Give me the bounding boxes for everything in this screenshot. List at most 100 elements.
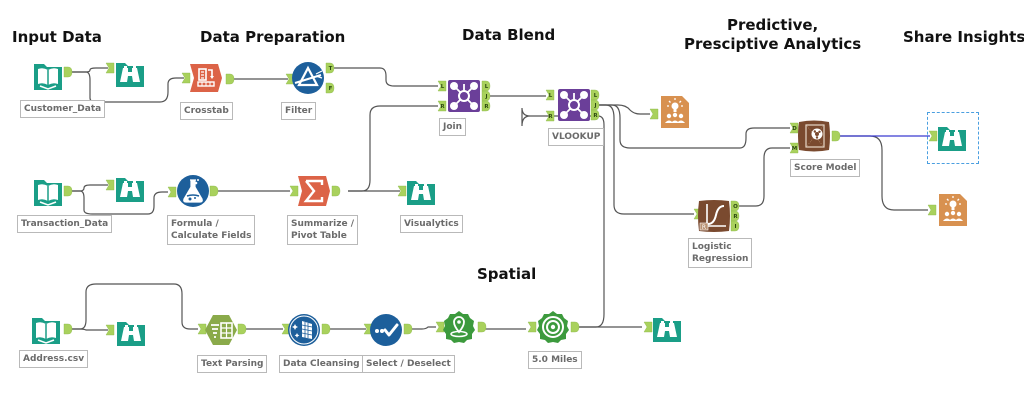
- anchor-tradearea-in[interactable]: [527, 321, 537, 333]
- anchor-pin-out[interactable]: [477, 321, 487, 333]
- join-icon[interactable]: [448, 80, 480, 112]
- anchor-score-d-in[interactable]: D: [789, 122, 799, 134]
- anchor-vlookup-r-out[interactable]: R: [590, 109, 600, 121]
- insight-lightbulb-icon[interactable]: [937, 194, 969, 226]
- anchor-transaction-out[interactable]: [63, 185, 73, 197]
- binoculars-icon[interactable]: [651, 312, 683, 344]
- anchor-join-l-in-label: L: [441, 84, 445, 90]
- label-summarize-line1: Summarize /: [291, 219, 355, 229]
- vlookup-join-icon[interactable]: [558, 89, 590, 121]
- connector-filter-to-join: [332, 67, 438, 87]
- anchor-insight2-in[interactable]: [927, 204, 937, 216]
- anchor-customer-out[interactable]: [63, 66, 73, 78]
- anchor-filter-f[interactable]: F: [325, 82, 335, 94]
- heading-predictive-line2: Presciptive Analytics: [684, 35, 862, 53]
- label-data-cleansing: Data Cleansing: [279, 355, 364, 373]
- anchor-join-l-out[interactable]: L: [481, 80, 491, 92]
- text-parsing-icon[interactable]: [205, 314, 237, 346]
- label-address-csv: Address.csv: [19, 350, 89, 368]
- connector-vlookup-to-score-d: [597, 104, 790, 149]
- heading-data-blend: Data Blend: [462, 26, 556, 44]
- anchor-browse4-in[interactable]: [643, 321, 653, 333]
- selected-tool-box[interactable]: [927, 112, 979, 164]
- label-logistic-line2: Regression: [692, 254, 749, 264]
- anchor-visualytics-in[interactable]: [397, 185, 407, 197]
- anchor-select-out[interactable]: [403, 323, 413, 335]
- anchor-vlookup-l-in-label: L: [549, 93, 553, 99]
- data-cleansing-icon[interactable]: [288, 314, 320, 346]
- anchor-join-l-in[interactable]: L: [437, 80, 447, 92]
- anchor-formula-in[interactable]: [167, 186, 177, 198]
- anchor-join-j-out[interactable]: J: [481, 90, 491, 102]
- binoculars-icon[interactable]: [114, 172, 146, 204]
- anchor-logistic-r-out[interactable]: R: [730, 210, 740, 222]
- anchor-logistic-i-out[interactable]: I: [730, 220, 740, 232]
- anchor-browse1-in[interactable]: [105, 62, 115, 74]
- anchor-formula-out[interactable]: [209, 185, 219, 197]
- label-filter: Filter: [281, 102, 317, 120]
- label-join: Join: [439, 118, 467, 136]
- anchor-logistic-o-out-label: O: [733, 204, 738, 210]
- summarize-sigma-icon[interactable]: [298, 175, 330, 207]
- binoculars-icon[interactable]: [405, 175, 437, 207]
- anchor-pin-in[interactable]: [435, 321, 445, 333]
- select-check-icon[interactable]: [370, 314, 402, 346]
- anchor-browse-selected-in[interactable]: [928, 130, 938, 142]
- binoculars-icon[interactable]: [115, 316, 147, 348]
- anchor-summarize-in[interactable]: [289, 185, 299, 197]
- anchor-crosstab-in[interactable]: [181, 72, 191, 84]
- label-summarize-line2: Pivot Table: [291, 231, 347, 241]
- filter-prism-icon[interactable]: [292, 62, 324, 94]
- anchor-vlookup-r-in-label: R: [548, 114, 553, 120]
- formula-flask-icon[interactable]: [177, 175, 209, 207]
- input-book-icon[interactable]: [32, 60, 64, 92]
- anchor-score-out[interactable]: [831, 130, 841, 142]
- anchor-select-in[interactable]: [363, 323, 373, 335]
- anchor-filter-t[interactable]: T: [325, 62, 335, 74]
- anchor-textparse-out[interactable]: [237, 323, 247, 335]
- anchor-summarize-out[interactable]: [331, 185, 341, 197]
- anchor-join-r-in-label: R: [440, 104, 445, 110]
- binoculars-icon[interactable]: [114, 57, 146, 89]
- connector-vlookup-to-insight: [597, 104, 650, 115]
- anchor-vlookup-r-in[interactable]: R: [545, 110, 555, 122]
- connector-vlookup-to-logistic: [597, 104, 694, 215]
- anchor-vlookup-j-out[interactable]: J: [590, 99, 600, 111]
- anchor-join-r-in[interactable]: R: [437, 100, 447, 112]
- label-score-model: Score Model: [790, 159, 861, 177]
- input-book-icon[interactable]: [32, 176, 64, 208]
- anchor-cleansing-in[interactable]: [281, 323, 291, 335]
- anchor-vlookup-l-in[interactable]: L: [545, 89, 555, 101]
- anchor-join-r-out-label: R: [484, 104, 489, 110]
- anchor-browse3-in[interactable]: [105, 324, 115, 336]
- label-formula: Formula / Calculate Fields: [167, 215, 256, 245]
- anchor-crosstab-out[interactable]: [225, 73, 235, 85]
- anchor-insight1-in[interactable]: [649, 108, 659, 120]
- connector-transaction-to-formula: [70, 190, 168, 215]
- map-pin-icon[interactable]: [443, 311, 475, 343]
- crosstab-icon[interactable]: [190, 62, 222, 94]
- input-book-icon[interactable]: [30, 314, 62, 346]
- trade-area-target-icon[interactable]: [537, 311, 569, 343]
- anchor-textparse-in[interactable]: [197, 323, 207, 335]
- anchor-join-r-out[interactable]: R: [481, 100, 491, 112]
- anchor-address-out[interactable]: [63, 323, 73, 335]
- anchor-join-l-out-label: L: [485, 84, 489, 90]
- score-icon[interactable]: [798, 120, 830, 152]
- anchor-join-j-out-label: J: [484, 94, 487, 100]
- heading-spatial: Spatial: [477, 265, 537, 283]
- anchor-browse2-in[interactable]: [105, 179, 115, 191]
- label-customer-data: Customer_Data: [20, 100, 106, 118]
- logistic-curve-icon[interactable]: [698, 200, 730, 232]
- anchor-cleansing-out[interactable]: [321, 323, 331, 335]
- label-text-parsing: Text Parsing: [197, 355, 268, 373]
- anchor-filter-t-label: T: [329, 66, 333, 72]
- anchor-filter-f-label: F: [329, 86, 333, 92]
- label-summarize: Summarize / Pivot Table: [287, 215, 359, 245]
- anchor-score-m-in[interactable]: M: [789, 142, 799, 154]
- insight-lightbulb-icon[interactable]: [659, 96, 691, 128]
- anchor-tradearea-out[interactable]: [570, 321, 580, 333]
- anchor-vlookup-l-out[interactable]: L: [590, 89, 600, 101]
- anchor-logistic-o-out[interactable]: O: [730, 200, 740, 212]
- binoculars-icon[interactable]: [936, 121, 968, 153]
